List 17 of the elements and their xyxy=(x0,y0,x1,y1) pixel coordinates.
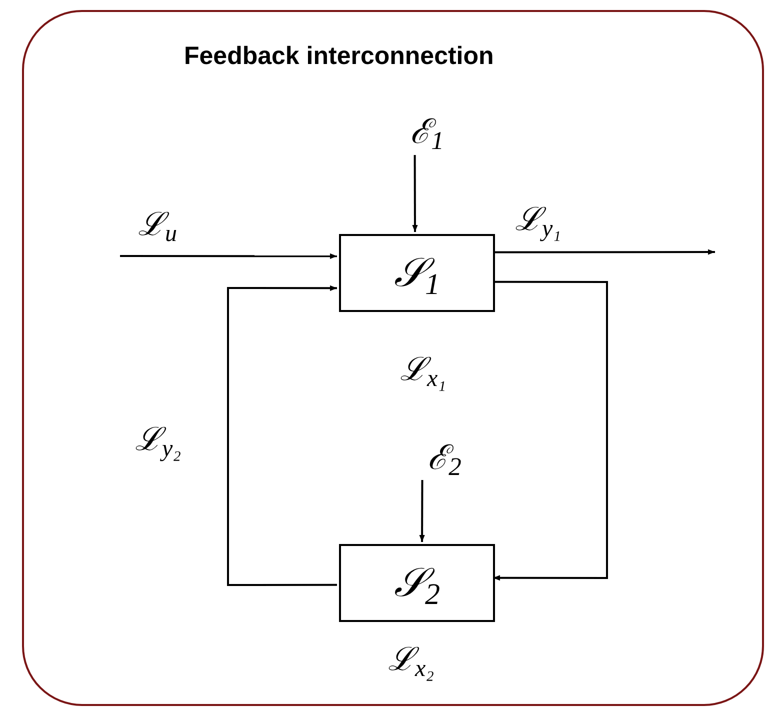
disturbance-label: ℰ$_{2}$ xyxy=(407,434,482,482)
edge-label: ℒ$_{y₁}$ xyxy=(515,200,561,243)
signal-label: ℒ$_{x₁}$ xyxy=(400,350,446,393)
arrow xyxy=(227,285,337,586)
edge-label: ℒ$_{u}$ xyxy=(138,205,177,248)
arrow xyxy=(493,280,608,581)
edge-label: ℒ$_{y₂}$ xyxy=(135,420,181,463)
system-block: 𝒮$_{1}$ xyxy=(339,234,495,312)
arrow xyxy=(419,480,425,542)
title: Feedback interconnection xyxy=(184,41,494,72)
signal-label: ℒ$_{x₂}$ xyxy=(388,640,434,683)
panel xyxy=(22,10,764,706)
disturbance-label: ℰ$_{1}$ xyxy=(397,107,457,157)
arrow xyxy=(493,249,715,255)
system-block: 𝒮$_{2}$ xyxy=(339,544,495,622)
arrow xyxy=(412,155,418,232)
arrow xyxy=(120,253,337,259)
